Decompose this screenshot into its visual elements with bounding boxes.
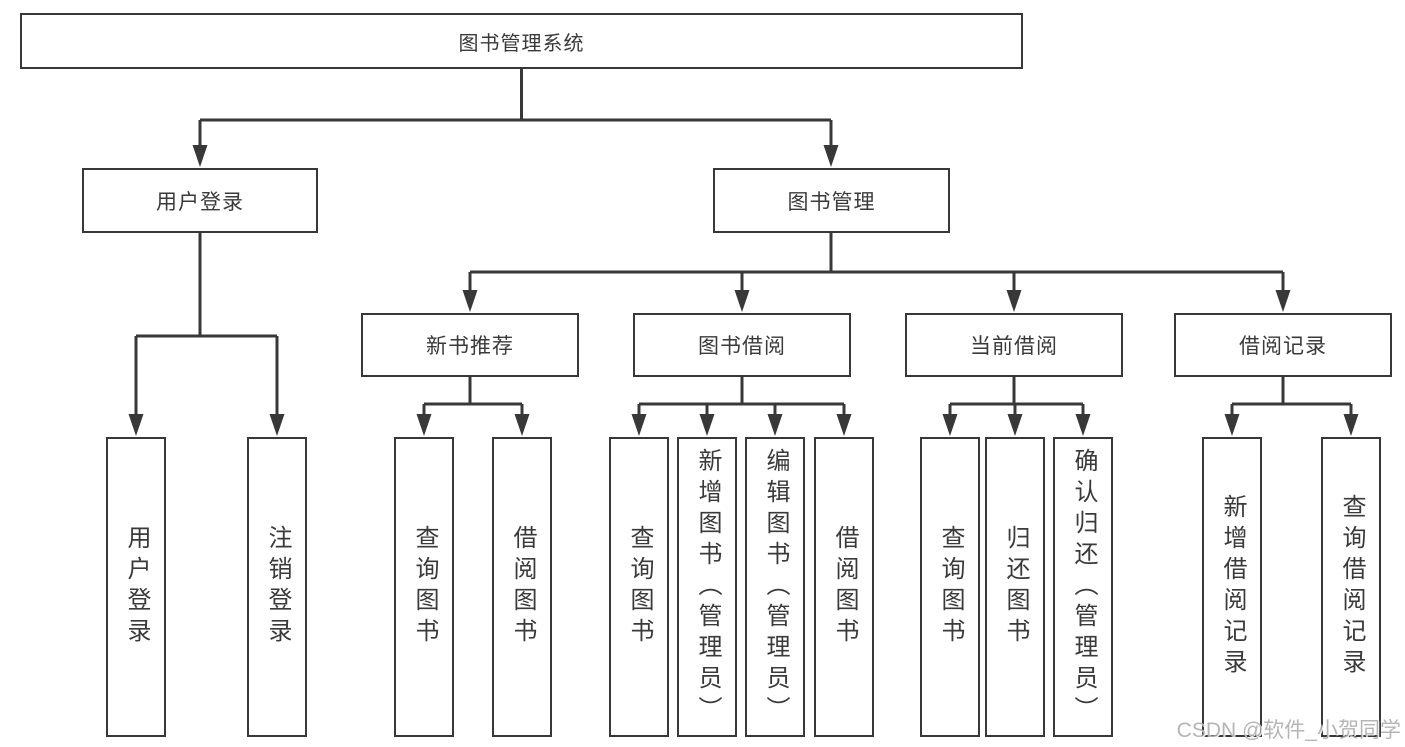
node-book-borrowing-label: 图书借阅 [698,335,786,358]
leaf-user-login: 用户登录 [106,437,166,737]
leaf-borrow-books: 借阅图书 [814,437,874,737]
node-current-borrowing-label: 当前借阅 [970,335,1058,358]
leaf-borrow-books-recommend-label: 借阅图书 [509,525,536,649]
node-borrowing-records: 借阅记录 [1174,313,1392,377]
leaf-query-books-recommend: 查询图书 [394,437,454,737]
node-book-management: 图书管理 [713,168,950,233]
node-new-book-recommend-label: 新书推荐 [426,335,514,358]
leaf-logout-label: 注销登录 [264,525,291,649]
leaf-query-books-borrow-label: 查询图书 [626,525,653,649]
leaf-add-books-admin-label: 新增图书（管理员） [694,447,721,727]
node-current-borrowing: 当前借阅 [905,313,1123,377]
node-book-management-label: 图书管理 [787,190,876,214]
leaf-borrow-books-recommend: 借阅图书 [492,437,552,737]
leaf-query-borrow-record-label: 查询借阅记录 [1338,494,1365,680]
leaf-user-login-label: 用户登录 [123,525,150,649]
node-borrowing-records-label: 借阅记录 [1239,335,1327,358]
leaf-query-books-borrow: 查询图书 [609,437,669,737]
leaf-add-borrow-record: 新增借阅记录 [1202,437,1262,737]
leaf-edit-books-admin: 编辑图书（管理员） [745,437,805,737]
node-book-borrowing: 图书借阅 [633,313,851,377]
leaf-query-borrow-record: 查询借阅记录 [1321,437,1381,737]
node-user-login: 用户登录 [82,168,318,233]
leaf-add-books-admin: 新增图书（管理员） [677,437,737,737]
node-library-system-label: 图书管理系统 [458,32,585,55]
leaf-borrow-books-label: 借阅图书 [831,525,858,649]
leaf-query-books-current: 查询图书 [920,437,980,737]
node-user-login-label: 用户登录 [156,190,244,214]
leaf-return-books-label: 归还图书 [1002,525,1029,649]
leaf-confirm-return-admin: 确认归还（管理员） [1053,437,1113,737]
node-library-system: 图书管理系统 [20,13,1023,69]
leaf-add-borrow-record-label: 新增借阅记录 [1219,494,1246,680]
leaf-confirm-return-admin-label: 确认归还（管理员） [1070,447,1097,727]
node-new-book-recommend: 新书推荐 [361,313,579,377]
leaf-query-books-current-label: 查询图书 [937,525,964,649]
leaf-query-books-recommend-label: 查询图书 [411,525,438,649]
leaf-return-books: 归还图书 [985,437,1045,737]
csdn-watermark: CSDN @软件_小贺同学 [1176,719,1401,742]
leaf-edit-books-admin-label: 编辑图书（管理员） [762,447,789,727]
leaf-logout: 注销登录 [247,437,307,737]
